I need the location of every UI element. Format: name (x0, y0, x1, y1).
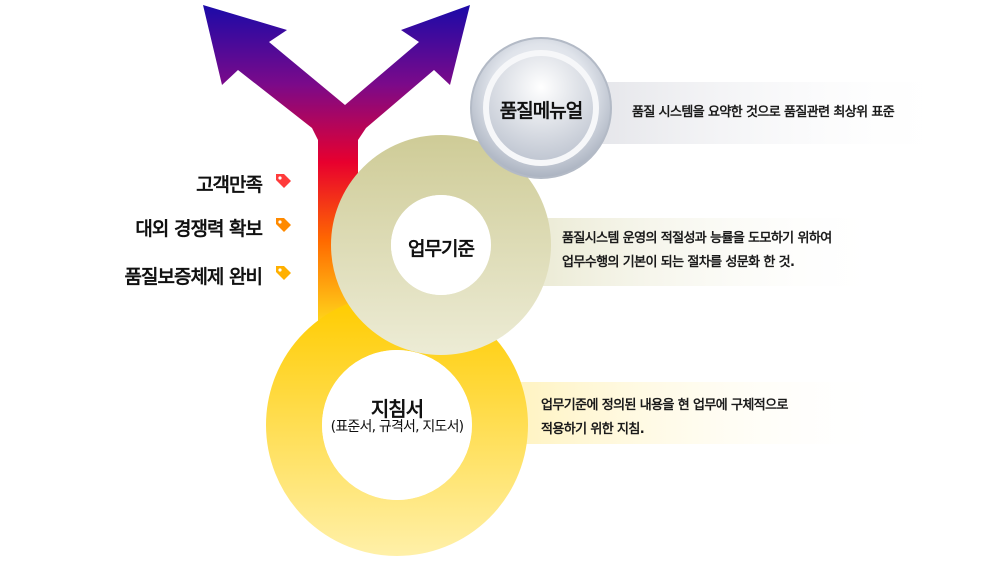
ring-work-standards-inner (391, 195, 491, 295)
goal-customer-satisfaction: 고객만족 (196, 174, 263, 196)
level-subtitle-guidelines: (표준서, 규격서, 지도서) (330, 419, 464, 435)
level-title-guidelines: 지침서 (370, 397, 424, 421)
level-description-guidelines-line-1: 업무기준에 정의된 내용을 현 업무에 구체적으로 (541, 398, 788, 413)
ring-guidelines-inner (322, 350, 472, 500)
level-title-work-standards: 업무기준 (408, 238, 475, 260)
tag-icon (276, 266, 291, 280)
goal-external-competitiveness: 대외 경쟁력 확보 (135, 218, 263, 240)
level-title-quality-manual: 품질메뉴얼 (499, 100, 583, 122)
level-description-quality-manual: 품질 시스템을 요약한 것으로 품질관련 최상위 표준 (632, 105, 895, 120)
band-level-3 (470, 382, 890, 444)
goal-quality-assurance: 품질보증체제 완비 (124, 266, 263, 288)
forked-arrow (203, 5, 470, 330)
level-description-work-standards-line-2: 업무수행의 기본이 되는 절차를 성문화 한 것. (562, 255, 795, 270)
level-description-guidelines-line-2: 적용하기 위한 지침. (541, 422, 645, 437)
level-description-work-standards-line-1: 품질시스템 운영의 적절성과 능률을 도모하기 위하여 (562, 231, 832, 246)
ring-work-standards (331, 135, 551, 355)
tag-icon (276, 174, 291, 188)
tag-icon (276, 218, 291, 232)
ring-quality-manual-inner (489, 56, 593, 160)
